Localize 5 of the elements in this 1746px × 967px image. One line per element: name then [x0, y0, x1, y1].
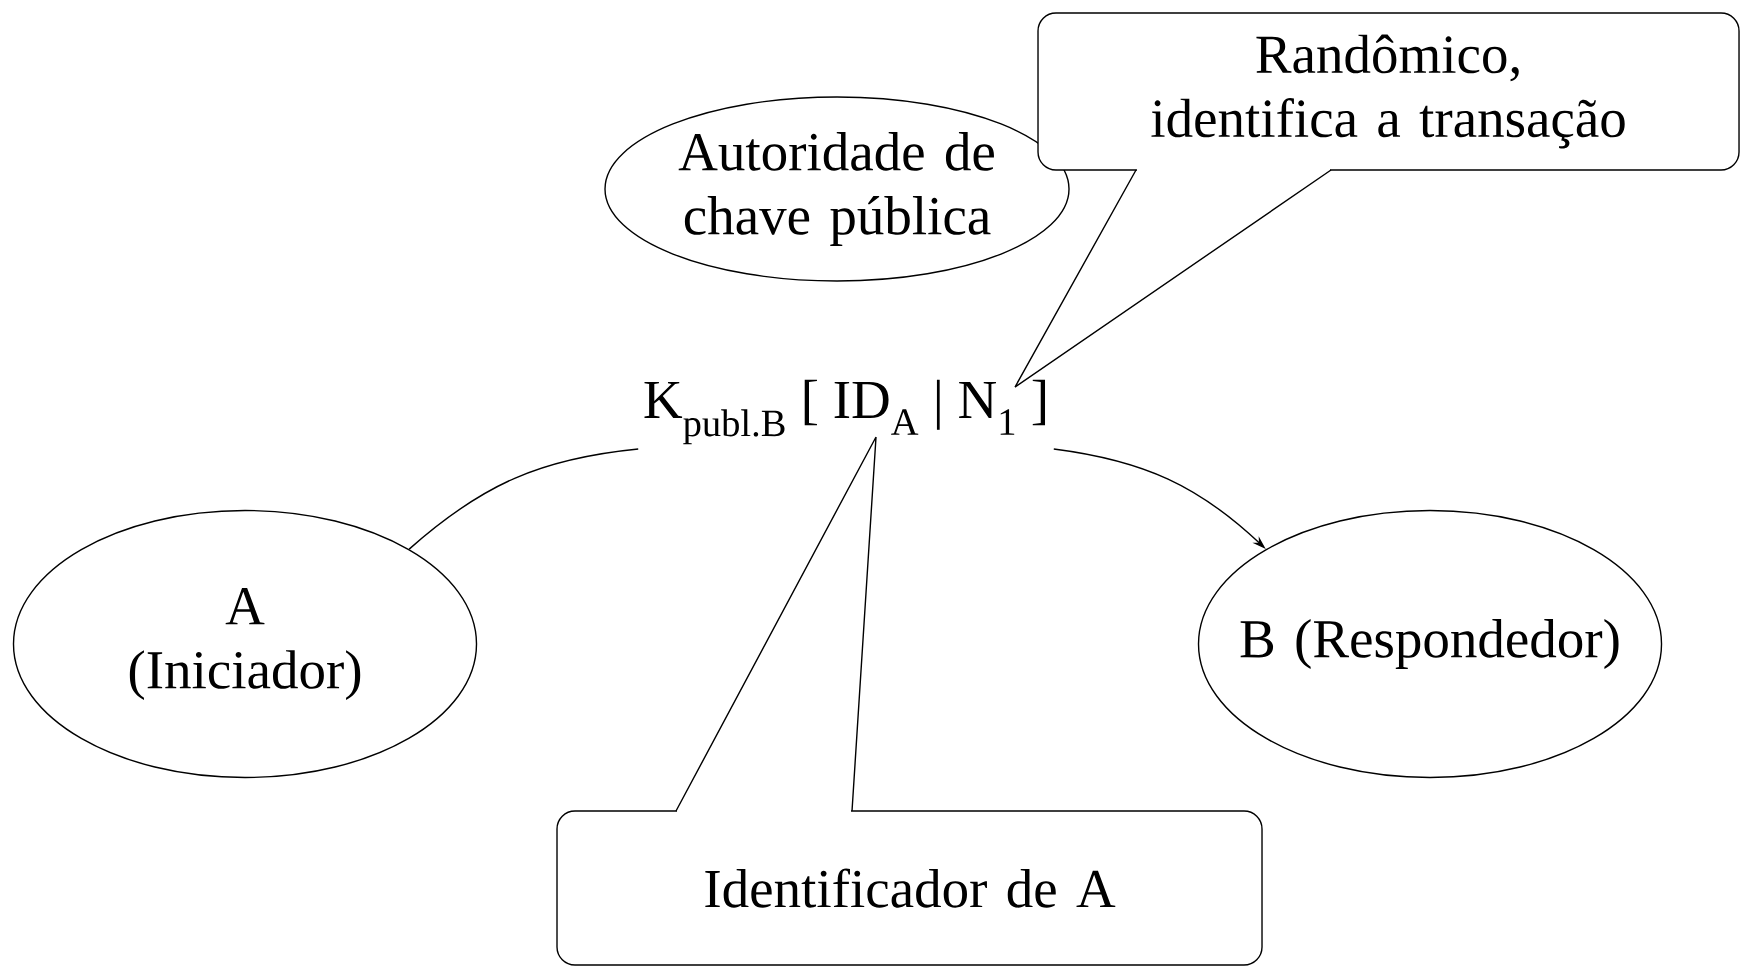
callout-pointer [1014, 169, 1332, 388]
callout-pointer [675, 436, 877, 812]
callout-box: Randômico, identifica a transação [1037, 12, 1740, 172]
callout-box: Identificador de A [556, 809, 1263, 966]
message-text: K$_{publ.B}$ [ ID$_{A}$ | N$_{1}$ ] [644, 379, 1045, 445]
